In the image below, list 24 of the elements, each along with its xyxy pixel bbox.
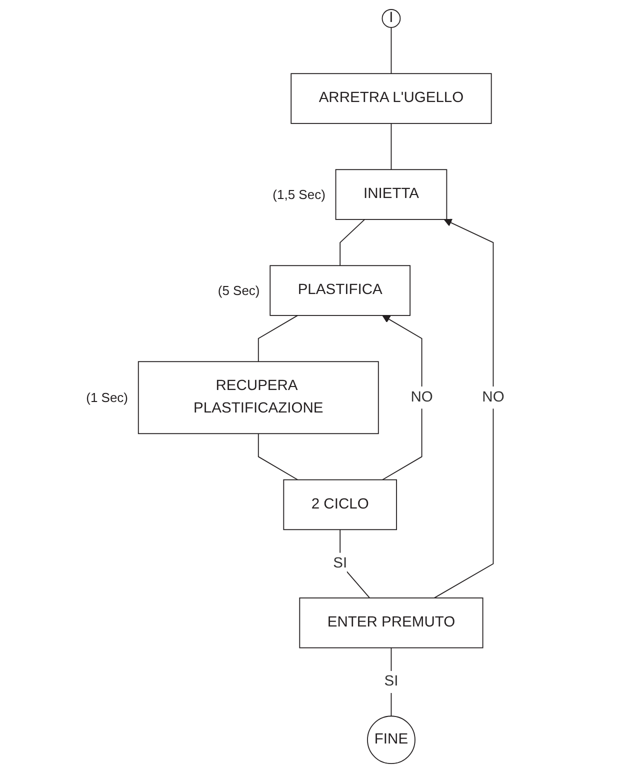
node-box: ENTER PREMUTO xyxy=(298,597,483,648)
connector xyxy=(390,26,392,74)
node-box: 2 CICLO xyxy=(282,479,397,530)
connector xyxy=(258,433,298,480)
node-circle: FINE xyxy=(366,716,416,764)
duration-note: (1 Sec) xyxy=(86,390,128,406)
connector xyxy=(339,219,365,266)
node-box: RECUPERA PLASTIFICAZIONE xyxy=(138,361,378,434)
edge-label: SI xyxy=(384,674,398,690)
arrow xyxy=(382,315,422,480)
connector xyxy=(339,529,370,598)
connector xyxy=(258,315,298,362)
node-box: ARRETRA L'UGELLO xyxy=(290,73,492,124)
arrow xyxy=(433,218,494,598)
connector xyxy=(390,122,392,170)
node-circle: I xyxy=(381,9,400,28)
edge-label: NO xyxy=(410,389,433,406)
connector xyxy=(390,647,392,717)
node-box: INIETTA xyxy=(334,169,447,220)
duration-note: (5 Sec) xyxy=(218,283,260,298)
edge-label: NO xyxy=(482,389,504,406)
edge-label: SI xyxy=(332,555,347,572)
node-box: PLASTIFICA xyxy=(269,265,410,316)
duration-note: (1,5 Sec) xyxy=(272,187,326,202)
